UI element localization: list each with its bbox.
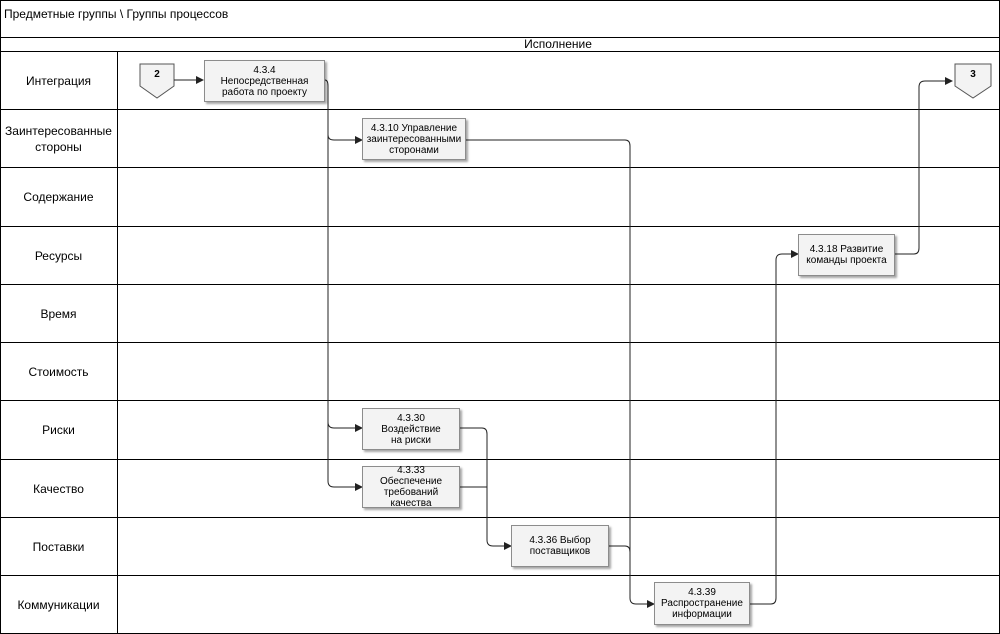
process-box-4-3-10[interactable]: 4.3.10 Управление заинтересованными стор… xyxy=(362,118,466,160)
lane-label-communications: Коммуникации xyxy=(17,598,100,612)
process-box-4-3-4[interactable]: 4.3.4 Непосредственная работа по проекту xyxy=(204,60,325,102)
phase-label: Исполнение xyxy=(524,37,592,51)
flow-4339-to-4318 xyxy=(750,250,799,605)
process-box-4-3-36[interactable]: 4.3.36 Выбор поставщиков xyxy=(511,525,609,567)
connector-in-shape xyxy=(139,63,175,99)
connector-in-label: 2 xyxy=(154,69,160,80)
lane-label-quality: Качество xyxy=(33,481,84,496)
lane-label-time: Время xyxy=(40,306,77,321)
flow-434-to-4333 xyxy=(327,422,363,491)
lane-label-cost: Стоимость xyxy=(28,364,89,379)
lane-label-stakeholders: Заинтересованные стороны xyxy=(5,123,112,154)
process-box-4-3-33[interactable]: 4.3.33 Обеспечение требований качества xyxy=(362,465,460,509)
connector-out-shape xyxy=(954,63,992,99)
process-box-4-3-39[interactable]: 4.3.39 Распространение информации xyxy=(654,582,750,625)
flow-4318-to-3 xyxy=(895,77,953,255)
process-box-4-3-18[interactable]: 4.3.18 Развитие команды проекта xyxy=(798,234,895,276)
flow-434-to-4330 xyxy=(327,135,363,432)
lane-label-procurement: Поставки xyxy=(32,539,85,554)
page-title: Предметные группы \ Группы процессов xyxy=(4,7,229,21)
lane-label-risks: Риски xyxy=(42,423,75,437)
lane-label-integration: Интеграция xyxy=(25,73,92,88)
lane-label-scope: Содержание xyxy=(23,190,94,204)
flow-4310-to-4339 xyxy=(466,139,655,608)
connector-out-label: 3 xyxy=(970,69,976,80)
flow-4336-to-4339 xyxy=(609,545,631,553)
lane-label-resources: Ресурсы xyxy=(34,248,83,263)
process-box-4-3-30[interactable]: 4.3.30 Воздействие на риски xyxy=(362,408,460,450)
